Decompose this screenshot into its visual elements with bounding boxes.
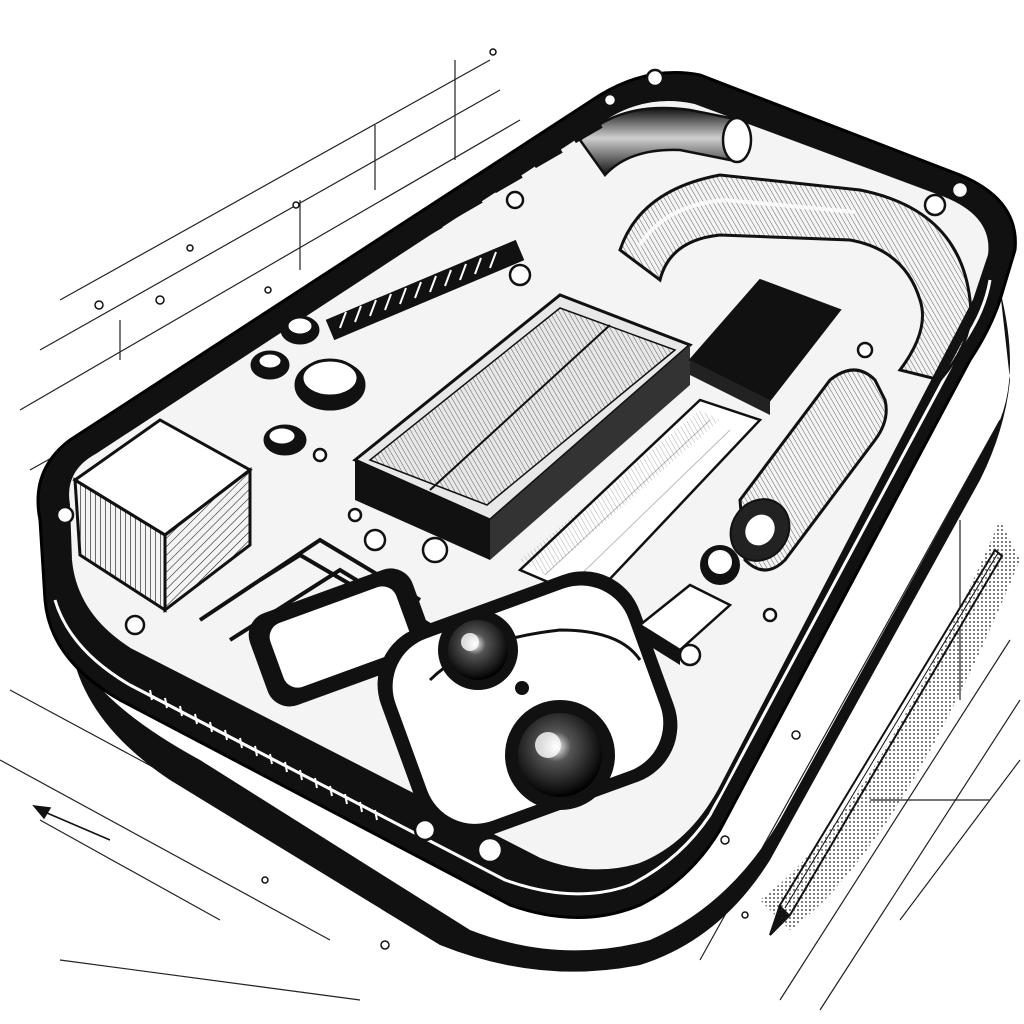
vibration-motor xyxy=(637,545,740,667)
connector-row xyxy=(407,112,603,244)
heat-pipe xyxy=(578,106,973,382)
heatsink-grid xyxy=(688,278,842,415)
shadow-stipple xyxy=(760,520,1020,930)
floor-shading xyxy=(520,410,720,575)
left-module-block xyxy=(72,418,253,614)
camera-lens-icon xyxy=(438,610,518,690)
sketch-guide-dots xyxy=(94,48,876,950)
coil-component xyxy=(325,239,525,341)
sketch-guide-lines xyxy=(0,59,1021,1011)
processor-block xyxy=(352,293,693,560)
camera-flash-icon xyxy=(515,681,529,695)
camera-module xyxy=(377,571,678,839)
capacitors xyxy=(250,315,366,456)
phone-side-edge xyxy=(53,279,992,896)
screws xyxy=(55,68,970,864)
arrow-icon xyxy=(32,805,111,841)
cylindrical-battery xyxy=(729,368,888,572)
camera-lens-icon xyxy=(505,700,615,810)
speaker-grille xyxy=(149,689,378,821)
